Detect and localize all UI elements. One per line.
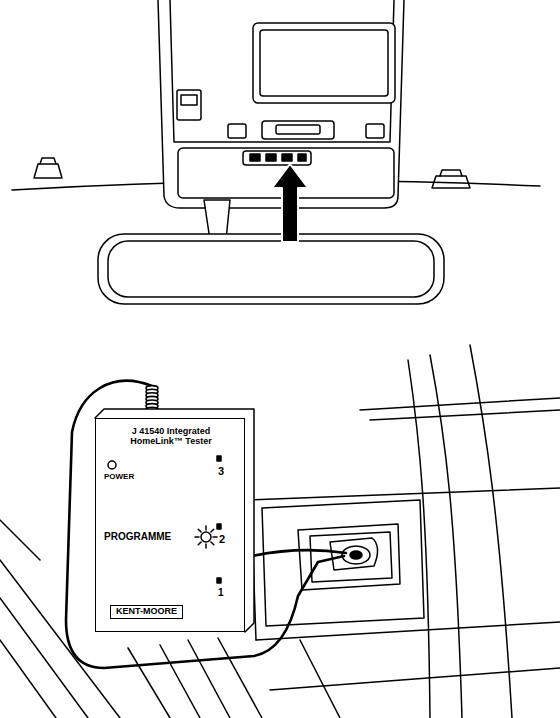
programme-led-part <box>195 536 199 538</box>
overhead-console-part <box>228 124 246 138</box>
programme-led-part <box>205 526 207 530</box>
dashboard-lines-part <box>0 640 56 718</box>
a-pillar-part <box>430 355 462 718</box>
programme-led-part <box>211 529 214 532</box>
overhead-console-part <box>260 30 388 96</box>
programme-led-part <box>211 542 214 545</box>
programme-led-part <box>213 536 217 538</box>
plug <box>330 538 378 570</box>
programme-led <box>195 526 217 548</box>
tester-marks-part <box>217 578 221 583</box>
dashboard-lines-part <box>250 488 560 500</box>
overhead-console-part <box>170 0 394 142</box>
dashboard-lines-part <box>270 668 560 690</box>
dashboard-lines-part <box>188 640 230 718</box>
homelink-connector-part <box>266 154 276 161</box>
tester-device: J 41540 Integrated HomeLink™ TesterPOWER… <box>95 418 245 632</box>
device-label: 3 <box>218 465 224 477</box>
dashboard-lines-part <box>160 645 200 718</box>
visor-clip-part <box>440 170 462 176</box>
rearview-mirror-part <box>108 241 434 297</box>
plug-part <box>330 538 378 570</box>
tester-body-part <box>95 418 245 632</box>
programme-led-part <box>198 542 201 545</box>
programme-led-part <box>205 544 207 548</box>
tester-body <box>95 409 254 632</box>
homelink-connector-part <box>282 154 292 161</box>
tester-body-part <box>95 409 254 632</box>
rearview-mirror <box>98 234 444 304</box>
tester-marks-part <box>108 461 116 469</box>
brand-plate: KENT-MOORE <box>110 605 183 619</box>
overhead-console-part <box>276 125 320 134</box>
console-recess-part <box>310 532 392 582</box>
cable-part <box>252 550 346 556</box>
device-label: PROGRAMME <box>104 531 171 542</box>
console-recess-part <box>262 500 424 626</box>
homelink-connector-part <box>298 154 306 161</box>
visor-clip-part <box>34 164 62 178</box>
tester-marks-part <box>217 456 221 461</box>
dashboard-lines-part <box>300 640 340 718</box>
console-recess <box>262 500 424 626</box>
console-recess-part <box>298 524 400 590</box>
homelink-connector-part <box>250 154 260 161</box>
device-label: POWER <box>104 473 134 482</box>
a-pillar-part <box>470 345 512 718</box>
programme-led-part <box>201 532 211 542</box>
overhead-console-part <box>177 90 201 120</box>
device-label: 2 <box>219 533 225 545</box>
plug-part <box>350 551 362 559</box>
cable <box>66 381 346 668</box>
dashboard-lines-part <box>0 520 40 560</box>
programme-led-part <box>198 529 201 532</box>
plug-part <box>342 546 370 564</box>
device-title: J 41540 Integrated HomeLink™ Tester <box>111 427 231 447</box>
cable-part <box>66 381 344 668</box>
overhead-console-part <box>262 121 334 139</box>
overhead-console-part <box>253 23 395 103</box>
homelink-connector-part <box>243 151 311 165</box>
dashboard-lines <box>0 398 560 718</box>
homelink-connector <box>243 151 311 165</box>
a-pillar <box>408 345 512 718</box>
tester-marks-part <box>217 524 221 529</box>
pointer-arrow-part <box>272 164 308 242</box>
pointer-arrow <box>272 164 308 242</box>
brand-name: KENT-MOORE <box>116 607 177 617</box>
dashboard-lines-part <box>128 648 170 718</box>
visor-clip-part <box>40 158 56 164</box>
device-label: 1 <box>218 587 224 598</box>
dashboard-lines-part <box>0 598 88 718</box>
dashboard-lines-part <box>360 398 560 410</box>
dashboard-lines-part <box>370 410 560 420</box>
overhead-console-part <box>181 95 197 105</box>
rearview-mirror-part <box>98 234 444 304</box>
overhead-console-part <box>366 124 384 138</box>
dashboard-lines-part <box>218 638 262 718</box>
visor-clip-part <box>432 176 470 188</box>
